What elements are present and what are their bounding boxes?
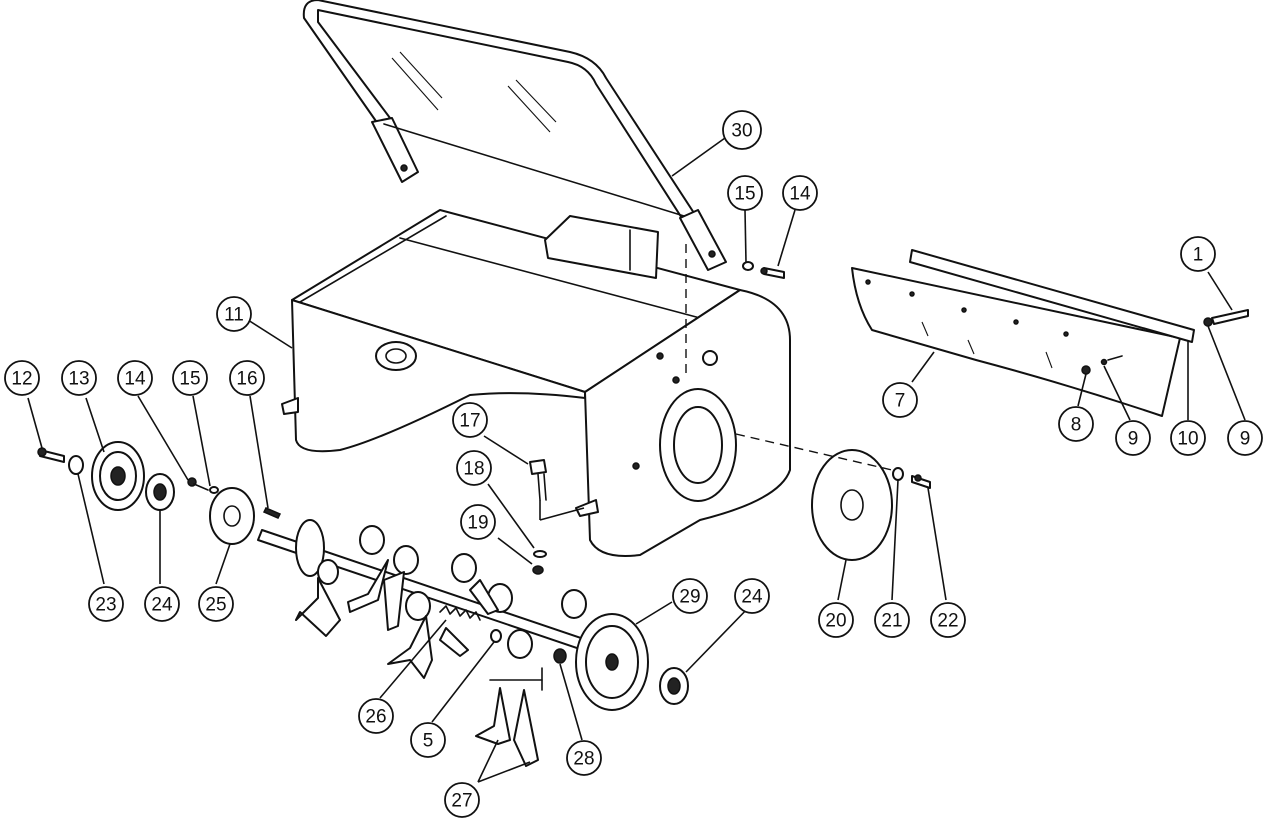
- callout-9-label: 9: [1240, 429, 1251, 450]
- deflector-blade: [851, 267, 1181, 417]
- callout-7-label: 7: [895, 391, 906, 412]
- callout-16: 16: [229, 360, 265, 396]
- tine-shaft: [257, 519, 641, 767]
- bearing-plate-left: [209, 487, 255, 545]
- callout-14: 14: [117, 360, 153, 396]
- callout-17-label: 17: [459, 411, 480, 432]
- callout-12-label: 12: [11, 369, 32, 390]
- callout-18: 18: [456, 450, 492, 486]
- clamp-strip: [909, 249, 1195, 343]
- callout-17: 17: [452, 402, 488, 438]
- callout-14: 14: [782, 175, 818, 211]
- callout-28-label: 28: [573, 749, 594, 770]
- callout-24: 24: [144, 586, 180, 622]
- callout-21-label: 21: [881, 611, 902, 632]
- callout-15: 15: [727, 175, 763, 211]
- callout-24-label: 24: [151, 595, 173, 616]
- callout-24-label: 24: [741, 587, 763, 608]
- callout-26-label: 26: [365, 707, 386, 728]
- callout-8-label: 8: [1071, 415, 1082, 436]
- callout-30-label: 30: [731, 121, 752, 142]
- callout-19-label: 19: [467, 513, 488, 534]
- callout-22-label: 22: [937, 611, 958, 632]
- side-cover-plate: [735, 433, 893, 561]
- tiller-housing: [281, 209, 791, 557]
- callout-21: 21: [874, 602, 910, 638]
- callout-23-label: 23: [95, 595, 116, 616]
- callout-1-label: 1: [1193, 245, 1204, 266]
- callout-12: 12: [4, 360, 40, 396]
- callout-9: 9: [1227, 420, 1263, 456]
- callout-20: 20: [818, 602, 854, 638]
- callout-13: 13: [61, 360, 97, 396]
- callout-28: 28: [566, 740, 602, 776]
- callout-22: 22: [930, 602, 966, 638]
- callout-29: 29: [672, 578, 708, 614]
- callout-29-label: 29: [679, 587, 700, 608]
- bearing-left: [145, 473, 175, 511]
- callout-15: 15: [172, 360, 208, 396]
- callout-27-label: 27: [451, 791, 472, 812]
- callout-14-label: 14: [124, 369, 146, 390]
- callout-15-label: 15: [179, 369, 200, 390]
- callout-5: 5: [410, 722, 446, 758]
- callout-5-label: 5: [423, 731, 434, 752]
- callout-15-label: 15: [734, 184, 755, 205]
- leader-lines: [27, 137, 1246, 783]
- callout-7: 7: [882, 382, 918, 418]
- callout-10-label: 10: [1177, 429, 1198, 450]
- callout-23: 23: [88, 586, 124, 622]
- handle-bar: [302, 0, 727, 271]
- callout-18-label: 18: [463, 459, 484, 480]
- callout-8: 8: [1058, 406, 1094, 442]
- pulley: [91, 441, 145, 511]
- callout-19: 19: [460, 504, 496, 540]
- callout-26: 26: [358, 698, 394, 734]
- callout-27: 27: [444, 782, 480, 818]
- callout-20-label: 20: [825, 611, 846, 632]
- fasteners: [37, 261, 1249, 575]
- callout-9-label: 9: [1128, 429, 1139, 450]
- callout-9: 9: [1115, 420, 1151, 456]
- callout-30: 30: [722, 110, 762, 150]
- bearing-right: [659, 667, 689, 705]
- callout-10: 10: [1170, 420, 1206, 456]
- callout-14-label: 14: [789, 184, 811, 205]
- callout-24: 24: [734, 578, 770, 614]
- callout-25: 25: [198, 586, 234, 622]
- callout-16-label: 16: [236, 369, 257, 390]
- callout-11: 11: [216, 296, 252, 332]
- callout-1: 1: [1180, 236, 1216, 272]
- callout-25-label: 25: [205, 595, 226, 616]
- assembly-lines: [539, 244, 687, 521]
- callout-11-label: 11: [224, 305, 244, 326]
- drive-hub: [575, 613, 649, 711]
- callout-13-label: 13: [68, 369, 89, 390]
